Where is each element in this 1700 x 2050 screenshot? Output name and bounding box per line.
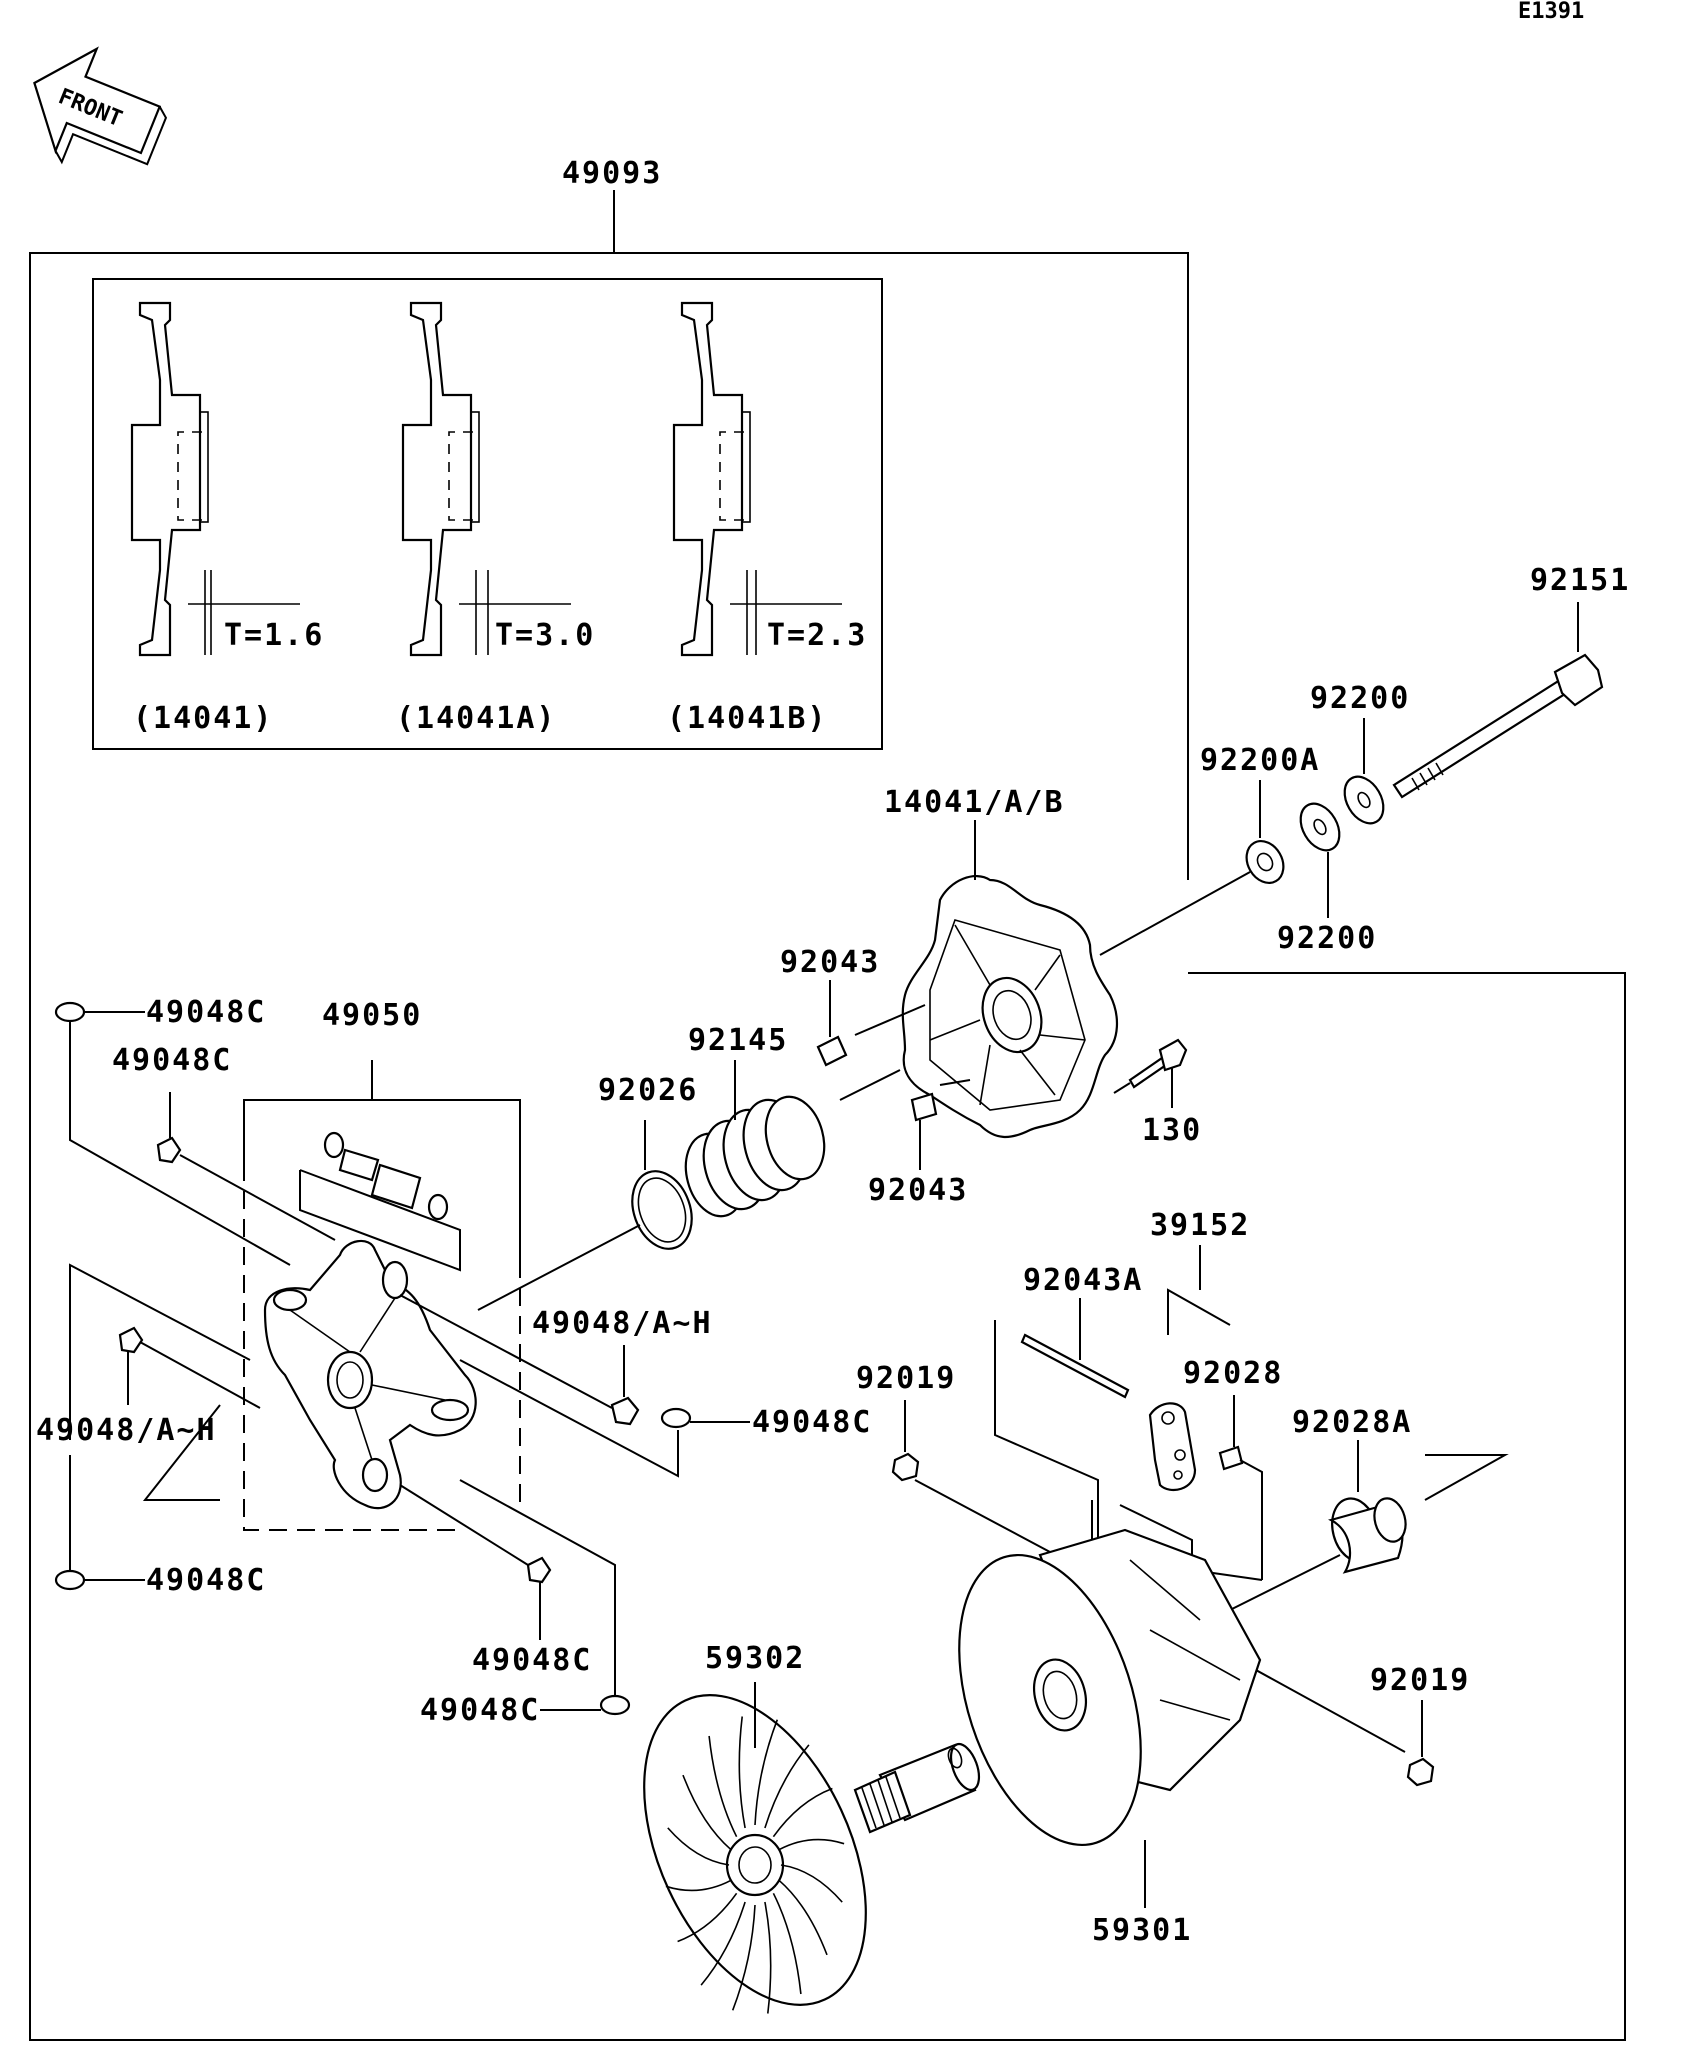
bushing-92028A — [1229, 1440, 1509, 1611]
fan-blade — [764, 1901, 772, 2014]
label-92200-bottom: 92200 — [1277, 921, 1377, 956]
label-130: 130 — [1142, 1113, 1202, 1148]
pin-92043-bottom — [910, 1092, 938, 1170]
fan-blade — [772, 1787, 833, 1838]
sheave-profile-2 — [401, 301, 571, 657]
front-arrow-icon: FRONT — [33, 46, 168, 166]
fan-blade — [700, 1901, 746, 1986]
diagram-code: E1391 — [1518, 0, 1584, 24]
label-92043-top: 92043 — [780, 945, 880, 980]
fixed-sheave-59301 — [958, 1500, 1263, 1908]
bolt-130 — [1113, 1038, 1188, 1108]
fan-shaft-59302 — [643, 1682, 981, 2014]
label-49048C-3: 49048C — [752, 1405, 872, 1440]
cap-49048C-2 — [156, 1092, 336, 1241]
pin-92028 — [1218, 1395, 1263, 1580]
cap-49048C-4 — [54, 1455, 145, 1591]
label-49050: 49050 — [322, 998, 422, 1033]
weight-assembly-49050 — [243, 1060, 521, 1272]
fan-blade — [708, 1735, 738, 1838]
inset-thickness-2: T=3.0 — [495, 618, 595, 653]
cap-49048AH-right — [399, 1294, 640, 1426]
label-14041AB: 14041/A/B — [884, 785, 1065, 820]
label-39152: 39152 — [1150, 1208, 1250, 1243]
inset-thickness-1: T=1.6 — [224, 618, 324, 653]
bushing-92200A — [1099, 780, 1285, 956]
label-92019-top: 92019 — [856, 1361, 956, 1396]
inset-part-2: (14041A) — [396, 701, 557, 736]
pin-92043A — [994, 1298, 1130, 1540]
label-49048C-5: 49048C — [472, 1643, 592, 1678]
fan-blade — [682, 1774, 732, 1851]
fan-blade — [667, 1827, 730, 1866]
fan-blade — [764, 1744, 810, 1829]
label-49048C-4: 49048C — [146, 1563, 266, 1598]
fan-blade — [738, 1716, 746, 1829]
fan-blade — [772, 1892, 802, 1995]
bolt-92151 — [1392, 602, 1604, 799]
washer-92200-bottom — [1299, 802, 1341, 918]
fan-blade — [677, 1892, 738, 1943]
label-92151: 92151 — [1530, 563, 1630, 598]
inset-part-3: (14041B) — [667, 701, 828, 736]
label-92145: 92145 — [688, 1023, 788, 1058]
fan-blade — [665, 1879, 732, 1892]
spider-14041 — [854, 820, 1119, 1138]
cap-49048C-5 — [399, 1484, 552, 1640]
inset-part-1: (14041) — [133, 701, 273, 736]
fan-blade — [778, 1838, 845, 1851]
spring-92145 — [684, 1060, 901, 1218]
label-92043A: 92043A — [1023, 1263, 1143, 1298]
ring-92026 — [477, 1120, 693, 1311]
label-49048C-6: 49048C — [420, 1693, 540, 1728]
label-59302: 59302 — [705, 1641, 805, 1676]
label-49093: 49093 — [562, 156, 662, 191]
washer-92200-top — [1343, 718, 1385, 825]
label-92043-bottom: 92043 — [868, 1173, 968, 1208]
cap-49048C-3 — [459, 1359, 750, 1478]
cap-49048AH-left — [69, 1263, 261, 1501]
movable-sheave — [243, 1163, 521, 1531]
label-49048C-2: 49048C — [112, 1043, 232, 1078]
cap-49048C-6 — [459, 1479, 631, 1716]
thickness-inset: T=1.6 T=3.0 T=2.3 (14041) (14041A) (1404… — [92, 278, 883, 750]
label-49048AH-left: 49048/A~H — [36, 1413, 217, 1448]
sheave-profile-3 — [672, 301, 842, 657]
label-92200-top: 92200 — [1310, 681, 1410, 716]
assembly-outline — [29, 190, 1626, 2041]
cap-49048C-1 — [54, 1001, 291, 1266]
label-92028A: 92028A — [1292, 1405, 1412, 1440]
label-92200A: 92200A — [1200, 743, 1320, 778]
inset-thickness-3: T=2.3 — [767, 618, 867, 653]
fan-blade — [780, 1864, 843, 1903]
lever-39152 — [1148, 1245, 1231, 1492]
label-92019-bottom: 92019 — [1370, 1663, 1470, 1698]
label-92028: 92028 — [1183, 1356, 1283, 1391]
sheave-profile-1 — [130, 301, 300, 657]
pin-92043-top — [816, 980, 848, 1067]
label-92026: 92026 — [598, 1073, 698, 1108]
nut-92019-top — [891, 1400, 1051, 1553]
label-49048C-1: 49048C — [146, 995, 266, 1030]
fan-blade — [754, 1719, 779, 1826]
fan-blade — [731, 1904, 756, 2011]
label-59301: 59301 — [1092, 1913, 1192, 1948]
fan-blade — [778, 1879, 828, 1956]
label-49048AH-right: 49048/A~H — [532, 1306, 713, 1341]
